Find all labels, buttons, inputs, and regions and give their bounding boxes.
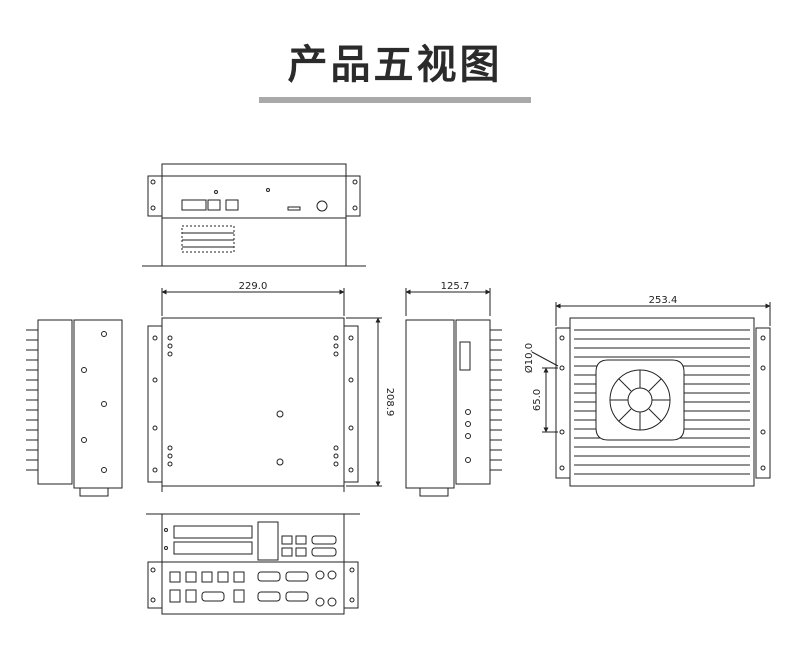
hole-diameter-dimension: Ø10.0 [523,343,535,373]
page-title: 产品五视图 [287,42,503,88]
front-height-dimension: 208.9 [384,388,395,417]
side-width-dimension: 125.7 [441,281,470,292]
left-side-view [26,319,123,497]
bottom-view [146,513,360,615]
hole-spacing-dimension: 65.0 [532,389,543,411]
back-width-dimension: 253.4 [649,295,678,306]
title-underline [259,97,531,103]
front-width-dimension: 229.0 [239,281,268,292]
back-view [531,302,771,487]
top-view [142,163,366,267]
front-view [147,288,382,492]
right-side-view [405,288,502,497]
